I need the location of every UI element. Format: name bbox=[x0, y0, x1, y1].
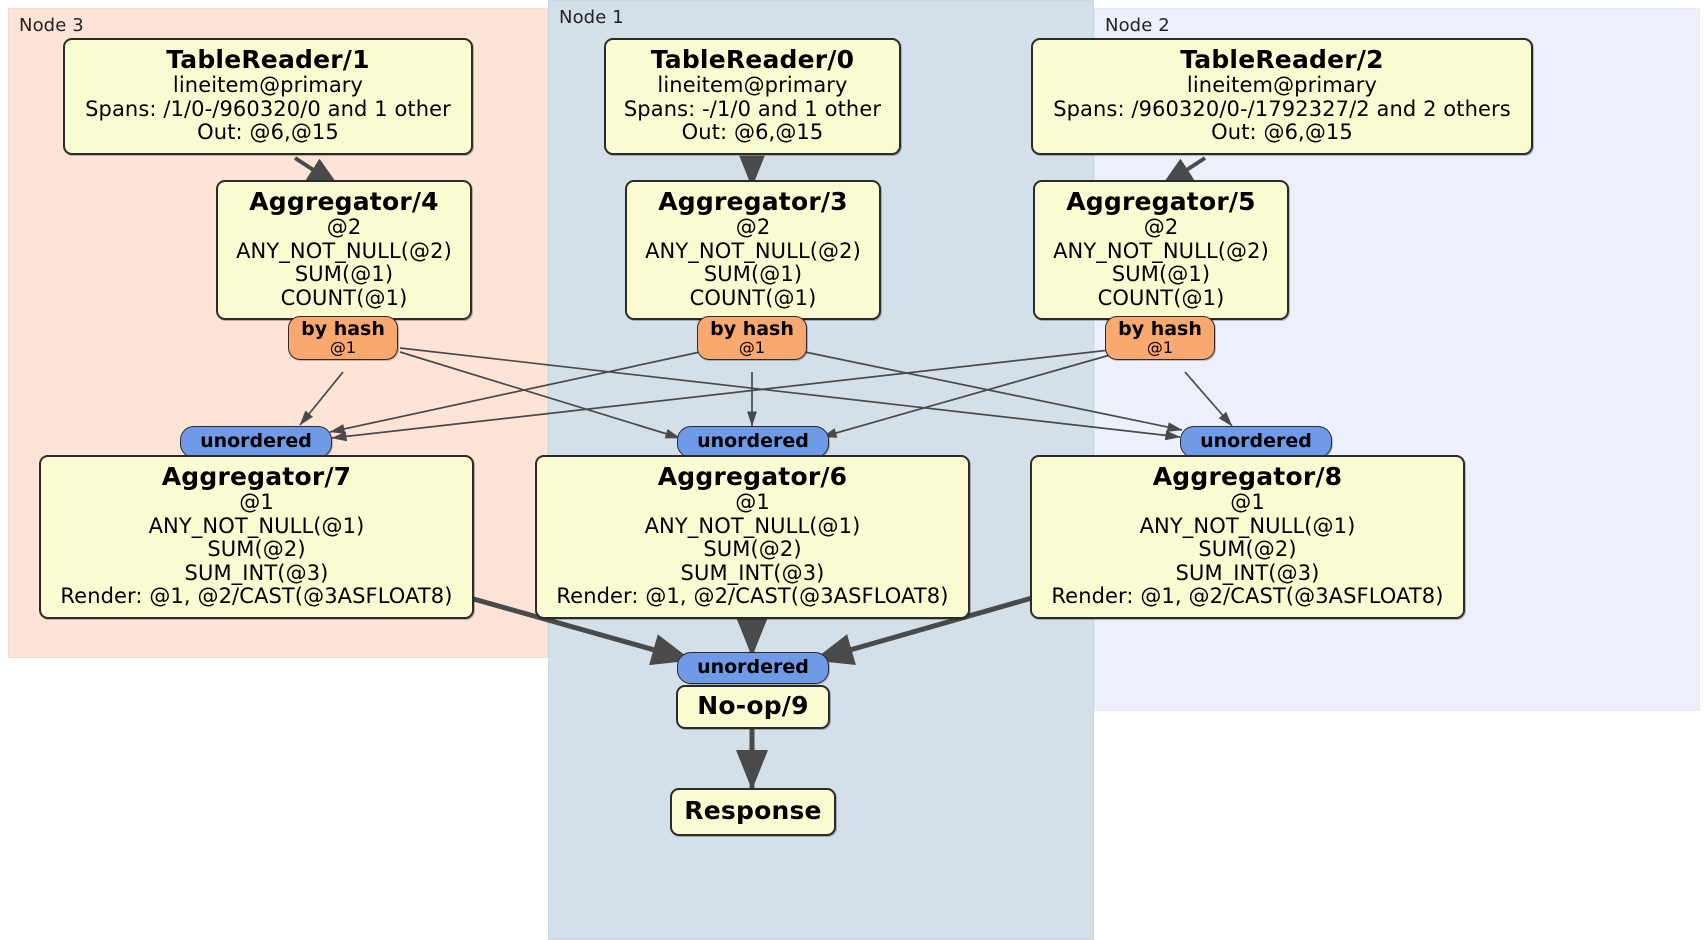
router-label: by hash bbox=[1118, 318, 1202, 340]
processor-title: Response bbox=[684, 796, 822, 825]
processor-detail-line: ANY_NOT_NULL(@2) bbox=[1053, 238, 1269, 263]
processor-detail-line: SUM(@2) bbox=[207, 537, 306, 562]
processor-detail-line: @1 bbox=[735, 490, 770, 514]
router-by-hash-right[interactable]: by hash @1 bbox=[1105, 316, 1215, 360]
node-1-label: Node 1 bbox=[559, 7, 624, 28]
synchronizer-label: unordered bbox=[697, 656, 809, 678]
processor-detail-line: SUM(@1) bbox=[703, 262, 803, 287]
processor-title: No-op/9 bbox=[697, 691, 809, 720]
synchronizer-label: unordered bbox=[1200, 430, 1312, 452]
processor-detail-line: SUM_INT(@3) bbox=[184, 560, 329, 585]
processor-title: Aggregator/4 bbox=[249, 187, 439, 216]
router-column: @1 bbox=[1146, 337, 1174, 357]
synchronizer-label: unordered bbox=[200, 430, 312, 452]
processor-detail-line: lineitem@primary bbox=[657, 73, 848, 97]
processor-detail-line: @1 bbox=[239, 490, 274, 514]
processor-title: Aggregator/8 bbox=[1152, 462, 1343, 491]
processor-detail-line: Out: @6,@15 bbox=[1211, 120, 1353, 145]
processor-detail-line: Spans: /1/0-/960320/0 and 1 other bbox=[85, 96, 451, 121]
processor-aggregator-6[interactable]: Aggregator/6 @1 ANY_NOT_NULL(@1) SUM(@2)… bbox=[535, 455, 970, 619]
processor-detail-line: @2 bbox=[326, 215, 362, 239]
processor-detail-line: lineitem@primary bbox=[172, 73, 364, 97]
processor-aggregator-7[interactable]: Aggregator/7 @1 ANY_NOT_NULL(@1) SUM(@2)… bbox=[39, 455, 474, 619]
processor-detail-line: Out: @6,@15 bbox=[681, 120, 824, 145]
processor-aggregator-4[interactable]: Aggregator/4 @2 ANY_NOT_NULL(@2) SUM(@1)… bbox=[216, 180, 472, 321]
processor-title: Aggregator/5 bbox=[1066, 187, 1256, 216]
processor-detail-line: COUNT(@1) bbox=[280, 285, 408, 310]
processor-render-line: Render: @1, @2/CAST(@3ASFLOAT8) bbox=[1051, 584, 1444, 609]
processor-response[interactable]: Response bbox=[670, 788, 836, 836]
processor-no-op-9[interactable]: No-op/9 bbox=[676, 685, 830, 729]
processor-aggregator-8[interactable]: Aggregator/8 @1 ANY_NOT_NULL(@1) SUM(@2)… bbox=[1030, 455, 1465, 619]
processor-detail-line: lineitem@primary bbox=[1186, 73, 1378, 97]
processor-tablereader-1[interactable]: TableReader/1 lineitem@primary Spans: /1… bbox=[63, 38, 473, 155]
router-column: @1 bbox=[329, 337, 357, 357]
processor-detail-line: @2 bbox=[1143, 215, 1179, 239]
processor-detail-line: ANY_NOT_NULL(@1) bbox=[1139, 513, 1356, 538]
processor-detail-line: @1 bbox=[1230, 490, 1265, 514]
router-label: by hash bbox=[710, 318, 794, 340]
node-3-label: Node 3 bbox=[19, 15, 84, 36]
processor-render-line: Render: @1, @2/CAST(@3ASFLOAT8) bbox=[556, 584, 949, 609]
processor-title: Aggregator/6 bbox=[657, 462, 848, 491]
processor-detail-line: Spans: /960320/0-/1792327/2 and 2 others bbox=[1053, 96, 1511, 121]
processor-detail-line: SUM_INT(@3) bbox=[680, 560, 825, 585]
processor-aggregator-5[interactable]: Aggregator/5 @2 ANY_NOT_NULL(@2) SUM(@1)… bbox=[1033, 180, 1289, 321]
processor-detail-line: SUM(@2) bbox=[1198, 537, 1297, 562]
router-by-hash-left[interactable]: by hash @1 bbox=[288, 316, 398, 360]
processor-detail-line: ANY_NOT_NULL(@2) bbox=[645, 238, 861, 263]
processor-title: Aggregator/7 bbox=[161, 462, 352, 491]
processor-title: TableReader/2 bbox=[1180, 45, 1384, 74]
synchronizer-unordered-right[interactable]: unordered bbox=[1180, 426, 1332, 458]
processor-title: TableReader/1 bbox=[166, 45, 370, 74]
processor-detail-line: ANY_NOT_NULL(@1) bbox=[644, 513, 861, 538]
processor-detail-line: Out: @6,@15 bbox=[197, 120, 339, 145]
synchronizer-unordered-left[interactable]: unordered bbox=[180, 426, 332, 458]
synchronizer-unordered-final[interactable]: unordered bbox=[677, 652, 829, 684]
processor-detail-line: ANY_NOT_NULL(@1) bbox=[148, 513, 365, 538]
router-by-hash-center[interactable]: by hash @1 bbox=[697, 316, 807, 360]
processor-detail-line: COUNT(@1) bbox=[1097, 285, 1225, 310]
processor-detail-line: ANY_NOT_NULL(@2) bbox=[236, 238, 452, 263]
synchronizer-label: unordered bbox=[697, 430, 809, 452]
processor-title: Aggregator/3 bbox=[658, 187, 848, 216]
processor-detail-line: SUM(@1) bbox=[294, 262, 394, 287]
node-2-label: Node 2 bbox=[1105, 15, 1170, 36]
processor-render-line: Render: @1, @2/CAST(@3ASFLOAT8) bbox=[60, 584, 453, 609]
processor-detail-line: SUM(@1) bbox=[1111, 262, 1211, 287]
router-column: @1 bbox=[738, 337, 766, 357]
processor-tablereader-2[interactable]: TableReader/2 lineitem@primary Spans: /9… bbox=[1031, 38, 1533, 155]
processor-title: TableReader/0 bbox=[650, 45, 855, 74]
processor-detail-line: COUNT(@1) bbox=[689, 285, 817, 310]
processor-detail-line: SUM(@2) bbox=[703, 537, 802, 562]
processor-detail-line: SUM_INT(@3) bbox=[1175, 560, 1320, 585]
processor-detail-line: @2 bbox=[735, 215, 771, 239]
router-label: by hash bbox=[301, 318, 385, 340]
processor-tablereader-0[interactable]: TableReader/0 lineitem@primary Spans: -/… bbox=[604, 38, 901, 155]
processor-detail-line: Spans: -/1/0 and 1 other bbox=[623, 96, 882, 121]
processor-aggregator-3[interactable]: Aggregator/3 @2 ANY_NOT_NULL(@2) SUM(@1)… bbox=[625, 180, 881, 321]
synchronizer-unordered-center[interactable]: unordered bbox=[677, 426, 829, 458]
